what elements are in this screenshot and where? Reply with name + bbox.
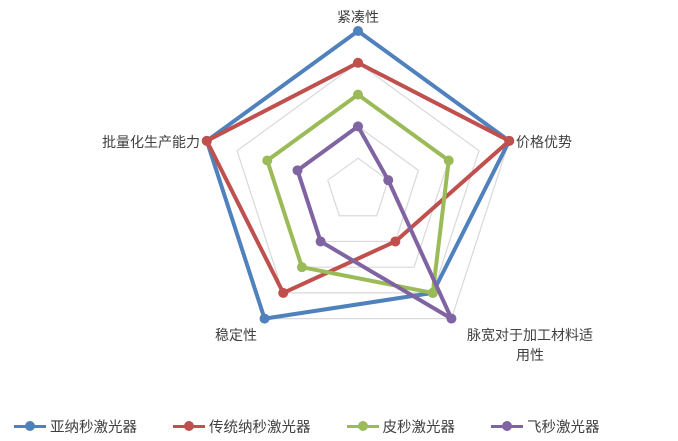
data-point (504, 135, 515, 146)
legend-marker-icon (491, 421, 523, 431)
series-line (204, 60, 512, 295)
data-point (201, 135, 212, 146)
data-point (390, 236, 401, 247)
data-point (427, 287, 438, 298)
data-point (353, 121, 363, 132)
series-飞秒激光器 (292, 121, 457, 324)
data-point (446, 313, 457, 324)
series-皮秒激光器 (262, 89, 454, 298)
legend-marker-icon (14, 421, 46, 431)
legend-item-fs: 飞秒激光器 (491, 416, 600, 437)
legend-marker-icon (173, 421, 205, 431)
series-传统纳秒激光器 (201, 57, 515, 298)
data-point (262, 155, 273, 166)
axis-label: 价格优势 (516, 135, 572, 151)
data-point (292, 165, 303, 176)
axis-label: 紧凑性 (337, 9, 379, 26)
chart-legend: 亚纳秒激光器 传统纳秒激光器 皮秒激光器 飞秒激光器 (0, 414, 678, 438)
data-point (315, 236, 326, 247)
legend-label: 亚纳秒激光器 (50, 419, 137, 436)
series-line (295, 124, 454, 321)
legend-label: 飞秒激光器 (527, 419, 600, 436)
data-point (443, 155, 454, 166)
data-point (353, 57, 363, 68)
axis-label: 批量化生产能力 (102, 135, 200, 151)
data-point (278, 287, 289, 298)
data-point (353, 26, 363, 36)
series-line (204, 29, 512, 321)
axis-label: 脉宽对于加工材料适用性 (467, 327, 593, 364)
data-point (353, 89, 363, 100)
legend-marker-icon (346, 421, 379, 431)
legend-item-sub-ns: 亚纳秒激光器 (14, 416, 137, 437)
legend-label: 皮秒激光器 (382, 419, 456, 436)
grid-ring (236, 62, 480, 294)
legend-item-ps: 皮秒激光器 (346, 416, 456, 437)
grid-ring (327, 157, 389, 217)
data-point (383, 175, 394, 186)
legend-item-ns: 传统纳秒激光器 (173, 416, 311, 437)
axis-label: 稳定性 (215, 328, 257, 344)
legend-label: 传统纳秒激光器 (209, 419, 311, 436)
data-point (296, 262, 307, 273)
series-line (265, 92, 451, 295)
data-point (259, 313, 270, 324)
radar-series (201, 26, 515, 324)
